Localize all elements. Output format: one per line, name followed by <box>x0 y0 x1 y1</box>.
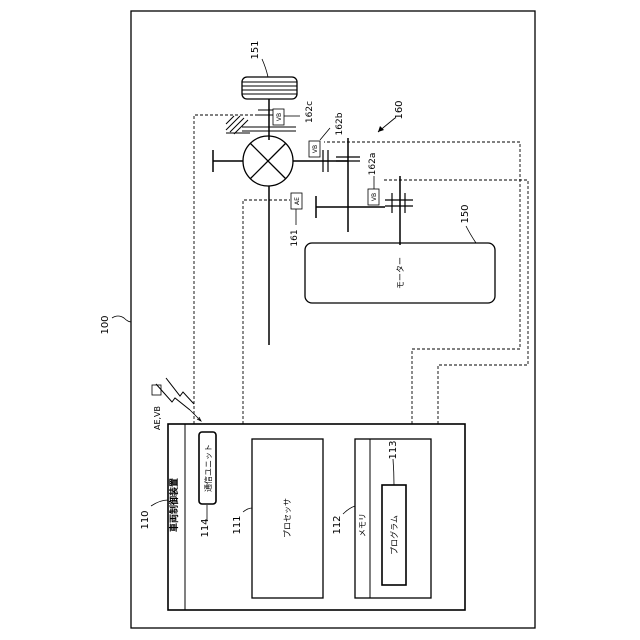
ref-program: 113 <box>388 440 399 459</box>
motor-label: モーター <box>396 257 405 289</box>
ref-motor: 150 <box>460 204 471 223</box>
leader-motor <box>466 226 476 243</box>
leader-program <box>393 459 394 485</box>
vb-tag-a: VB <box>371 193 378 201</box>
ref-controller: 110 <box>140 510 151 529</box>
tire-tread <box>242 82 297 94</box>
ref-vb-a: 162a <box>368 153 378 176</box>
ref-comm-unit: 114 <box>200 518 211 537</box>
ref-vb-c: 162c <box>305 101 315 123</box>
leader-vb-b <box>320 128 330 140</box>
memory-label: メモリ <box>358 513 367 537</box>
signal-arrow <box>190 410 201 421</box>
ref-system: 100 <box>100 315 111 334</box>
comm-unit-label: 通信ユニット <box>203 444 213 492</box>
ref-ae: 161 <box>290 229 300 246</box>
leader-processor <box>243 508 252 512</box>
message-icon <box>152 385 161 395</box>
tire <box>242 77 297 99</box>
ref-drivetrain: 160 <box>394 100 405 119</box>
ref-tire: 151 <box>250 40 261 59</box>
leader-controller <box>151 500 168 506</box>
vb-tag-c: VB <box>276 113 283 121</box>
ref-vb-b: 162b <box>335 112 345 135</box>
ref-memory: 112 <box>332 515 343 534</box>
signal-line-vb-a <box>383 180 528 424</box>
wireless-label: AE,VB <box>153 406 162 430</box>
vb-tag-b: VB <box>312 145 319 153</box>
controller-title: 車両制御装置 <box>168 478 180 532</box>
processor-label: プロセッサ <box>283 498 292 538</box>
program-label: プログラム <box>389 515 399 555</box>
ref-processor: 111 <box>232 515 243 534</box>
leader-tire <box>262 59 268 77</box>
signal-line-ae <box>243 200 290 424</box>
leader-system <box>112 316 131 322</box>
leader-memory <box>343 506 355 514</box>
signal-line-vb-b <box>324 142 520 424</box>
ae-tag: AE <box>294 197 301 205</box>
arrow-drivetrain-head <box>378 126 384 132</box>
